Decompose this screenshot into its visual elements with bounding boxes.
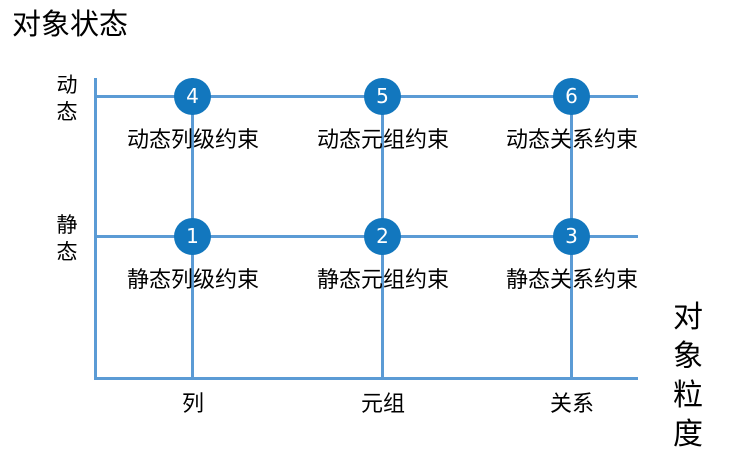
cell-label-dynamic-tuple: 动态元组约束 bbox=[316, 128, 449, 153]
cell-label-static-column: 静态列级约束 bbox=[126, 268, 259, 293]
x-axis-label-tuple: 元组 bbox=[360, 392, 405, 417]
x-axis-label-relation: 关系 bbox=[549, 392, 594, 417]
node-1[interactable]: 1 bbox=[174, 218, 211, 255]
cell-label-dynamic-relation: 动态关系约束 bbox=[505, 128, 638, 153]
cell-label-static-relation: 静态关系约束 bbox=[505, 268, 638, 293]
node-5[interactable]: 5 bbox=[364, 78, 401, 115]
cell-label-static-tuple: 静态元组约束 bbox=[316, 268, 449, 293]
y-axis-line bbox=[94, 78, 97, 380]
x-axis-label-column: 列 bbox=[181, 392, 204, 417]
node-4[interactable]: 4 bbox=[174, 78, 211, 115]
y-axis-label-dynamic: 动态 bbox=[56, 73, 78, 124]
x-axis-line bbox=[94, 377, 638, 380]
node-2[interactable]: 2 bbox=[364, 218, 401, 255]
x-axis-title: 对象粒度 bbox=[673, 300, 703, 452]
page-title: 对象状态 bbox=[12, 7, 129, 41]
node-3[interactable]: 3 bbox=[553, 218, 590, 255]
cell-label-dynamic-column: 动态列级约束 bbox=[126, 128, 259, 153]
y-axis-label-static: 静态 bbox=[56, 213, 78, 264]
node-6[interactable]: 6 bbox=[553, 78, 590, 115]
